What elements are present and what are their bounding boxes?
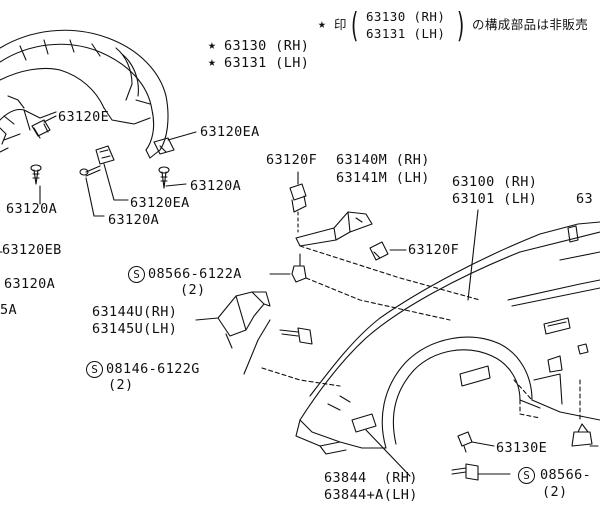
note-part-rh: 63130 (RH) — [366, 9, 446, 24]
label-63120F-right: 63120F — [408, 242, 460, 258]
bolt-lower — [279, 327, 313, 345]
label-63120A-left: 63120A — [6, 201, 58, 217]
note-open-paren: ( — [350, 6, 359, 46]
label-63145U-lh: 63145U(LH) — [92, 321, 178, 337]
label-08566-6122A-top: 08566-6122A — [148, 266, 242, 282]
label-63130E: 63130E — [496, 440, 548, 456]
note-suffix: の構成部品は非販売 — [472, 17, 589, 32]
clip-63120EA — [153, 137, 175, 155]
label-qty-bottom: (2) — [542, 484, 568, 500]
note-part-lh: 63131 (LH) — [366, 26, 446, 41]
clip-63120EA-mid — [95, 145, 115, 165]
clip-63120E — [31, 119, 51, 139]
label-63144U-rh: 63144U(RH) — [92, 304, 178, 320]
label-63141M-lh: 63141M (LH) — [336, 170, 430, 186]
label-63844-rh: 63844 (RH) — [324, 470, 418, 486]
label-63120EA-mid: 63120EA — [130, 195, 190, 211]
label-63101-lh: 63101 (LH) — [452, 191, 538, 207]
screw-mid — [158, 166, 170, 189]
label-63120EB: 63120EB — [2, 242, 62, 258]
dashed-guides — [261, 245, 581, 421]
note-close-paren: ) — [456, 6, 465, 46]
star-icon: ★ — [208, 38, 216, 53]
label-5A: 5A — [0, 302, 18, 318]
bolt-bottom — [451, 463, 479, 481]
label-08146-6122G: 08146-6122G — [106, 361, 200, 377]
label-63140M-rh: 63140M (RH) — [336, 152, 430, 168]
label-63120A-mid: 63120A — [190, 178, 242, 194]
label-63130-rh: 63130 (RH) — [224, 38, 310, 54]
label-63120A-edge: 63120A — [4, 276, 56, 292]
label-qty-top: (2) — [180, 282, 206, 298]
label-63100-rh: 63100 (RH) — [452, 174, 538, 190]
label-63-edge: 63 — [576, 191, 594, 207]
label-63120F-top: 63120F — [266, 152, 318, 168]
label-08566-bottom: 08566- — [540, 467, 592, 483]
clip-63130E — [457, 431, 473, 453]
label-63131-lh: 63131 (LH) — [224, 55, 310, 71]
note-prefix: 印 — [334, 17, 347, 32]
fender-panel — [295, 221, 600, 455]
splash-shield — [0, 29, 169, 159]
label-63120EA-top: 63120EA — [200, 124, 260, 140]
screw-left — [30, 164, 42, 185]
bolt-upper — [291, 253, 307, 283]
bracket-63144U — [217, 291, 271, 349]
clip-right-bottom — [571, 423, 593, 447]
label-63120E: 63120E — [58, 109, 110, 125]
star-icon: ★ — [318, 17, 326, 32]
bracket-63140M — [295, 211, 373, 247]
screw-symbol-icon: S — [86, 361, 103, 378]
label-qty-mid: (2) — [108, 377, 134, 393]
clip-63120F-top — [289, 183, 307, 213]
label-63120A-lower: 63120A — [108, 212, 160, 228]
star-icon: ★ — [208, 55, 216, 70]
label-63844A-lh: 63844+A(LH) — [324, 487, 418, 503]
screw-symbol-icon: S — [518, 467, 535, 484]
bolt-mid — [79, 165, 101, 177]
clip-63120F-right — [369, 241, 389, 261]
screw-symbol-icon: S — [128, 266, 145, 283]
